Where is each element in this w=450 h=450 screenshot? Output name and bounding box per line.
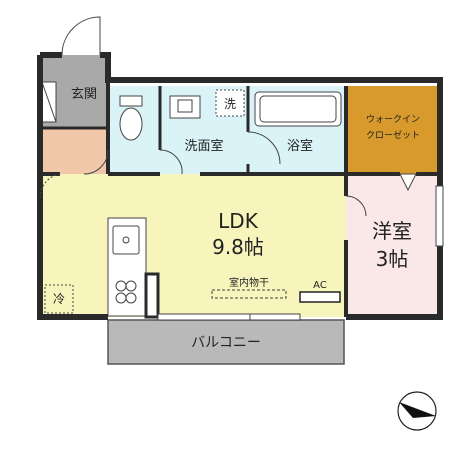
- washer-spot: [215, 89, 245, 117]
- ldk-name-label: LDK: [218, 209, 259, 233]
- entrance-label: 玄関: [71, 87, 97, 102]
- balcony-label: バルコニー: [191, 335, 261, 351]
- fridge-label: 冷: [53, 292, 65, 306]
- walls: [37, 52, 443, 320]
- kitchen-counter: [107, 217, 147, 317]
- ldk-size-label: 9.8帖: [212, 235, 264, 259]
- entrance-shoe-box-diagonal: [41, 81, 57, 123]
- drying-rack: [211, 289, 287, 299]
- north-arrow-icon: [397, 391, 437, 431]
- drying-label: 室内物干: [229, 276, 269, 289]
- window-western: [435, 185, 444, 247]
- washer-label: 洗: [224, 97, 236, 111]
- ldk-area: [40, 174, 346, 317]
- washroom-label: 洗面室: [184, 138, 223, 154]
- western-size-label: 3帖: [376, 247, 409, 271]
- doors: [39, 16, 417, 217]
- western-name-label: 洋室: [372, 219, 412, 243]
- closet-label-line1: ウォークイン: [366, 114, 420, 125]
- interior-column: [144, 272, 160, 319]
- closet-area: [346, 86, 439, 174]
- closet-label-line2: クローゼット: [366, 129, 420, 141]
- ac-label: AC: [313, 280, 327, 291]
- bath-label: 浴室: [287, 138, 313, 154]
- entry-hall-area: [40, 128, 108, 174]
- bathtub-fixture: [254, 91, 342, 127]
- window-ldk: [157, 313, 301, 321]
- fridge-spot: [44, 284, 74, 314]
- sink-fixture: [169, 95, 201, 119]
- ac-unit: [299, 291, 341, 303]
- western-room-area: [346, 174, 439, 317]
- balcony-area: [107, 319, 345, 365]
- toilet-fixture: [119, 95, 143, 141]
